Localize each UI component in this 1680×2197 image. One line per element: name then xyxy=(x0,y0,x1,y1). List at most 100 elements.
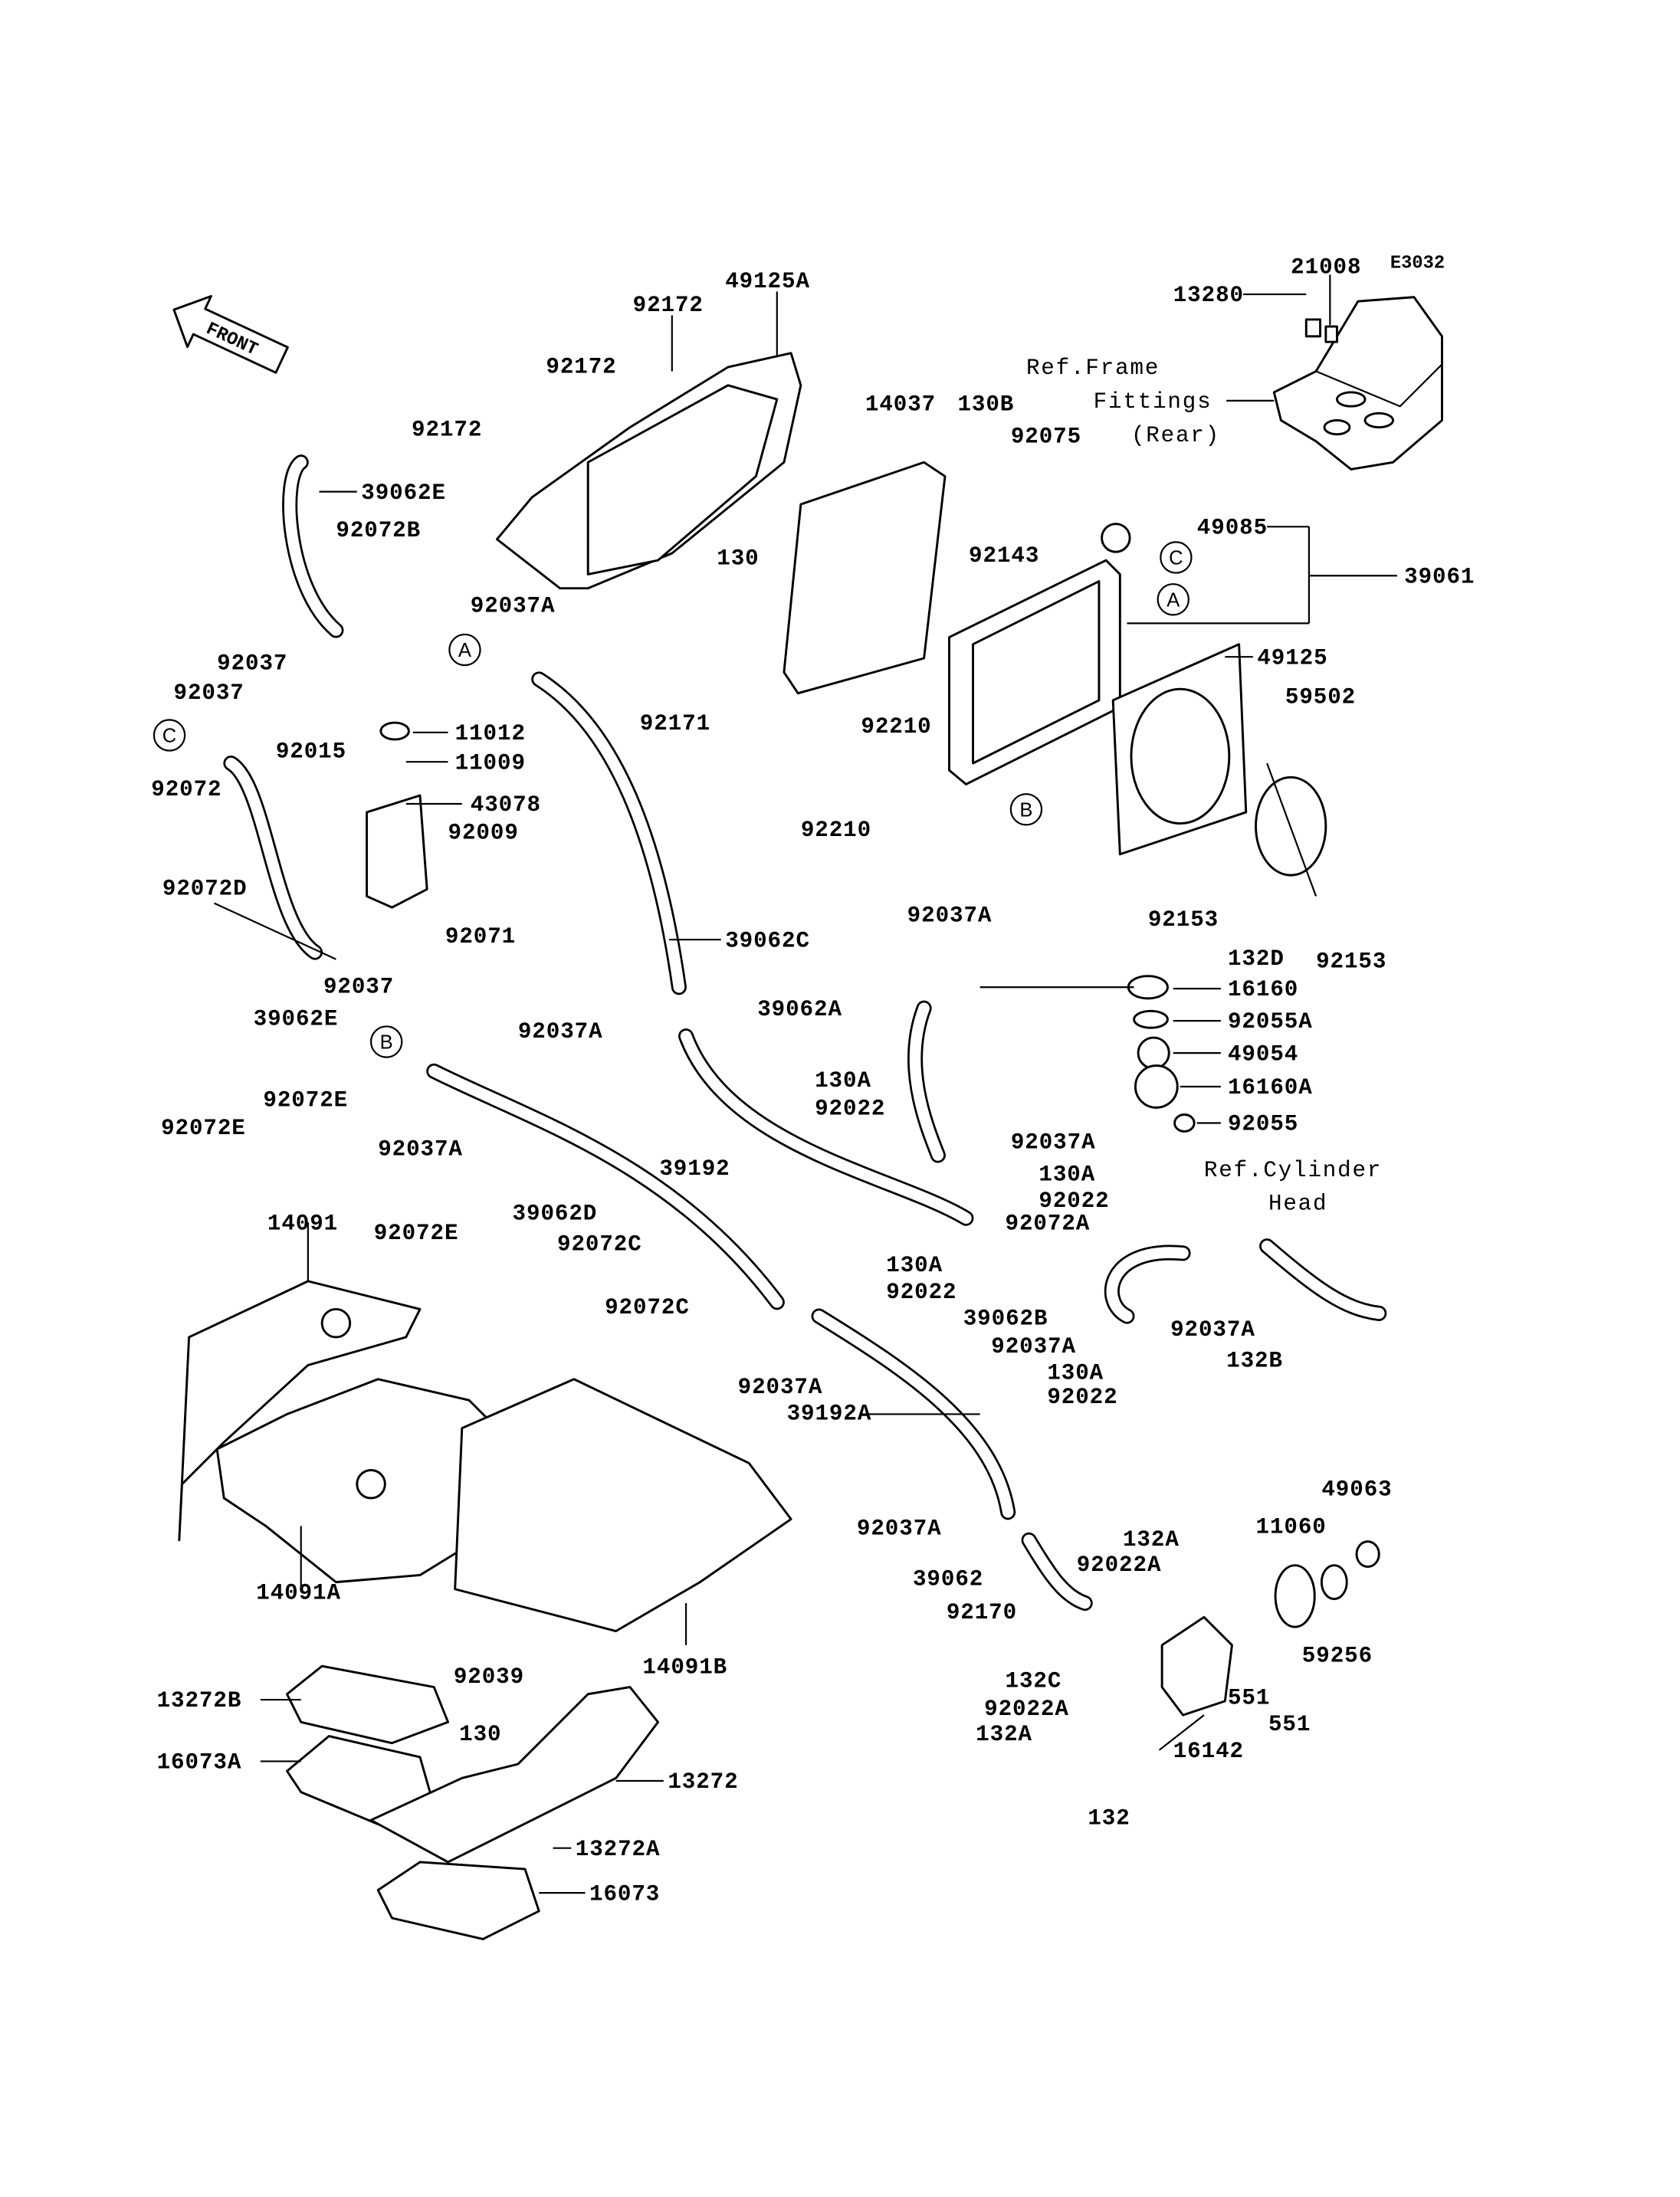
part-number-label[interactable]: 92037A xyxy=(738,1375,823,1400)
part-number-label[interactable]: 132A xyxy=(1123,1527,1180,1553)
part-number-label[interactable]: 92037A xyxy=(907,903,993,928)
part-number-label[interactable]: 132B xyxy=(1226,1348,1283,1373)
part-number-label[interactable]: 92055 xyxy=(1228,1112,1298,1137)
part-number-label[interactable]: 13280 xyxy=(1173,283,1244,308)
part-number-label[interactable]: 39062C xyxy=(725,928,810,953)
part-number-label[interactable]: 92022 xyxy=(815,1097,885,1122)
part-number-label[interactable]: 92072E xyxy=(161,1116,246,1141)
ref-frame-line2: Fittings xyxy=(1094,389,1212,415)
part-number-label[interactable]: 92072C xyxy=(557,1232,642,1258)
part-number-label[interactable]: 11060 xyxy=(1256,1515,1327,1540)
part-number-label[interactable]: 11012 xyxy=(455,721,526,746)
part-number-label[interactable]: 16073 xyxy=(589,1881,660,1907)
part-number-label[interactable]: 92037A xyxy=(471,594,556,619)
reservoir-tank xyxy=(366,721,428,909)
part-number-label[interactable]: 92037 xyxy=(217,651,287,677)
part-number-label[interactable]: 13272A xyxy=(576,1837,661,1862)
part-number-label[interactable]: 14091 xyxy=(267,1211,338,1236)
part-number-label[interactable]: 92055A xyxy=(1228,1009,1313,1035)
part-number-label[interactable]: 39062A xyxy=(757,997,842,1022)
part-number-label[interactable]: 13272B xyxy=(157,1688,242,1713)
part-number-label[interactable]: 39062B xyxy=(963,1307,1048,1332)
part-number-label[interactable]: 132A xyxy=(976,1722,1032,1747)
part-number-label[interactable]: 92172 xyxy=(546,354,616,379)
part-number-label[interactable]: 132 xyxy=(1088,1806,1130,1831)
part-number-label[interactable]: 92037 xyxy=(174,680,244,706)
part-number-label[interactable]: 130 xyxy=(459,1722,501,1747)
ref-cylinder-line2: Head xyxy=(1268,1192,1327,1217)
part-number-label[interactable]: 92037A xyxy=(518,1019,603,1044)
part-number-label[interactable]: 14091A xyxy=(256,1581,341,1606)
part-number-label[interactable]: 92022 xyxy=(1047,1385,1117,1410)
part-number-label[interactable]: 14037 xyxy=(865,392,936,418)
part-number-label[interactable]: 92153 xyxy=(1148,907,1219,933)
part-number-label[interactable]: 16160 xyxy=(1228,977,1298,1002)
part-number-label[interactable]: 92172 xyxy=(412,418,482,443)
part-number-label[interactable]: 130A xyxy=(1047,1361,1104,1386)
part-number-label[interactable]: 130B xyxy=(957,392,1014,418)
part-number-label[interactable]: 92022A xyxy=(1077,1553,1162,1578)
part-number-label[interactable]: 132C xyxy=(1006,1669,1062,1694)
part-number-label[interactable]: 92072E xyxy=(374,1221,459,1246)
part-number-label[interactable]: 49063 xyxy=(1321,1477,1392,1502)
part-number-label[interactable]: 92037A xyxy=(1170,1317,1255,1343)
part-number-label[interactable]: 59502 xyxy=(1285,684,1356,710)
part-number-label[interactable]: 92210 xyxy=(801,818,871,843)
part-number-label[interactable]: 92210 xyxy=(861,714,931,739)
part-number-label[interactable]: 92037A xyxy=(378,1136,463,1162)
part-number-label[interactable]: 130A xyxy=(815,1068,871,1094)
part-number-label[interactable]: 92071 xyxy=(445,924,516,949)
callout-circle-icon xyxy=(369,1025,403,1058)
part-number-label[interactable]: 130A xyxy=(886,1253,943,1278)
part-number-label[interactable]: 13272 xyxy=(668,1769,738,1795)
part-number-label[interactable]: 132D xyxy=(1228,946,1285,972)
part-number-label[interactable]: 39192A xyxy=(787,1402,872,1427)
part-number-label[interactable]: 39061 xyxy=(1404,564,1475,589)
part-number-label[interactable]: 92037 xyxy=(323,975,394,1000)
part-number-label[interactable]: 92072D xyxy=(162,877,248,902)
part-number-label[interactable]: 49085 xyxy=(1197,515,1268,540)
part-number-label[interactable]: 16142 xyxy=(1173,1739,1244,1764)
part-number-label[interactable]: 92153 xyxy=(1316,949,1386,975)
part-number-label[interactable]: 92072E xyxy=(263,1088,348,1113)
part-number-label[interactable]: 16160A xyxy=(1228,1075,1313,1100)
part-number-label[interactable]: 21008 xyxy=(1291,255,1361,280)
part-number-label[interactable]: 49054 xyxy=(1228,1041,1298,1067)
part-number-label[interactable]: 39062E xyxy=(254,1007,339,1032)
ref-frame-line3: (Rear) xyxy=(1131,423,1220,448)
part-number-label[interactable]: 92037A xyxy=(857,1517,942,1542)
part-number-label[interactable]: 92037A xyxy=(1011,1130,1096,1155)
part-number-label[interactable]: 92022 xyxy=(1039,1189,1109,1214)
part-number-label[interactable]: 92072B xyxy=(336,518,421,543)
part-number-label[interactable]: 130A xyxy=(1039,1162,1095,1187)
part-number-label[interactable]: 92170 xyxy=(947,1600,1017,1625)
part-number-label[interactable]: 16073A xyxy=(157,1750,242,1776)
part-number-label[interactable]: 43078 xyxy=(471,792,541,818)
part-number-label[interactable]: 39062D xyxy=(513,1202,598,1227)
part-number-label[interactable]: 92015 xyxy=(276,739,346,765)
part-number-label[interactable]: 92039 xyxy=(454,1664,524,1690)
part-number-label[interactable]: 39062E xyxy=(361,480,446,506)
part-number-label[interactable]: 49125A xyxy=(725,269,810,294)
part-number-label[interactable]: 92037A xyxy=(991,1334,1076,1359)
part-number-label[interactable]: 92172 xyxy=(633,293,704,318)
part-number-label[interactable]: 14091B xyxy=(642,1654,727,1680)
part-number-label[interactable]: 92072A xyxy=(1006,1211,1091,1236)
part-number-label[interactable]: 39192 xyxy=(659,1156,730,1182)
part-number-label[interactable]: 92143 xyxy=(969,543,1039,569)
part-number-label[interactable]: 11009 xyxy=(455,750,526,776)
part-number-label[interactable]: 551 xyxy=(1228,1686,1270,1711)
part-number-label[interactable]: 130 xyxy=(717,546,759,572)
part-number-label[interactable]: 92022 xyxy=(886,1280,956,1305)
part-number-label[interactable]: 92075 xyxy=(1011,425,1081,450)
radiator xyxy=(948,523,1131,785)
part-number-label[interactable]: 92009 xyxy=(448,821,519,846)
part-number-label[interactable]: 92072C xyxy=(605,1295,690,1320)
part-number-label[interactable]: 92022A xyxy=(984,1697,1069,1722)
part-number-label[interactable]: 551 xyxy=(1268,1712,1311,1737)
part-number-label[interactable]: 49125 xyxy=(1257,645,1327,671)
part-number-label[interactable]: 39062 xyxy=(913,1566,983,1592)
part-number-label[interactable]: 92072 xyxy=(151,777,221,802)
part-number-label[interactable]: 59256 xyxy=(1302,1644,1373,1669)
part-number-label[interactable]: 92171 xyxy=(640,711,710,736)
